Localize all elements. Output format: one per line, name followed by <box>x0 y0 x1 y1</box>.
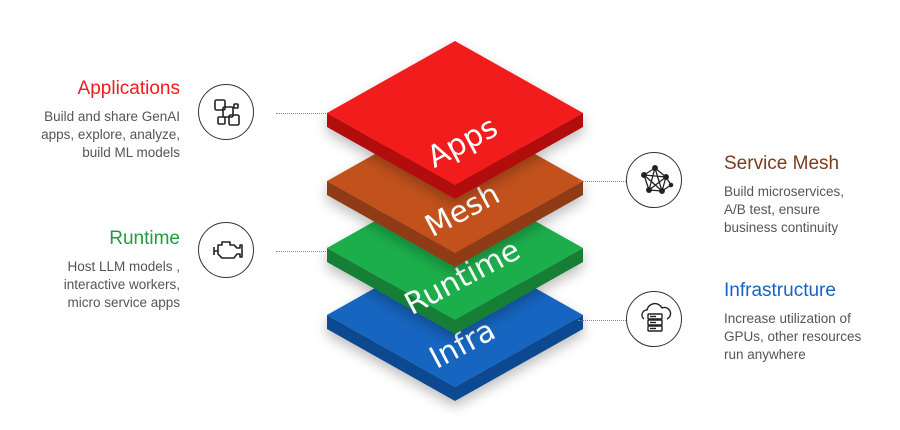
infrastructure-connector <box>578 320 626 321</box>
feature-runtime-title: Runtime <box>109 228 180 249</box>
feature-service-mesh: Service Mesh Build microservices, A/B te… <box>724 153 894 237</box>
feature-infrastructure-desc: Increase utilization of GPUs, other reso… <box>724 311 862 362</box>
feature-infrastructure: Infrastructure Increase utilization of G… <box>724 280 894 364</box>
engine-icon <box>198 222 254 278</box>
feature-applications-desc: Build and share GenAI apps, explore, ana… <box>41 109 180 160</box>
layer-apps: Apps <box>327 41 583 199</box>
feature-service-mesh-title: Service Mesh <box>724 153 840 174</box>
runtime-connector <box>276 251 326 252</box>
feature-runtime-desc: Host LLM models , interactive workers, m… <box>63 259 180 310</box>
layer-apps-top <box>327 41 583 185</box>
applications-connector <box>276 113 326 114</box>
app-blocks-icon <box>198 84 254 140</box>
feature-service-mesh-desc: Build microservices, A/B test, ensure bu… <box>724 184 845 235</box>
service-mesh-connector <box>578 181 626 182</box>
feature-infrastructure-title: Infrastructure <box>724 280 836 301</box>
cloud-server-icon <box>626 291 682 347</box>
network-mesh-icon <box>626 152 682 208</box>
feature-runtime: Runtime Host LLM models , interactive wo… <box>0 228 180 312</box>
feature-applications: Applications Build and share GenAI apps,… <box>0 78 180 162</box>
feature-applications-title: Applications <box>77 78 180 99</box>
